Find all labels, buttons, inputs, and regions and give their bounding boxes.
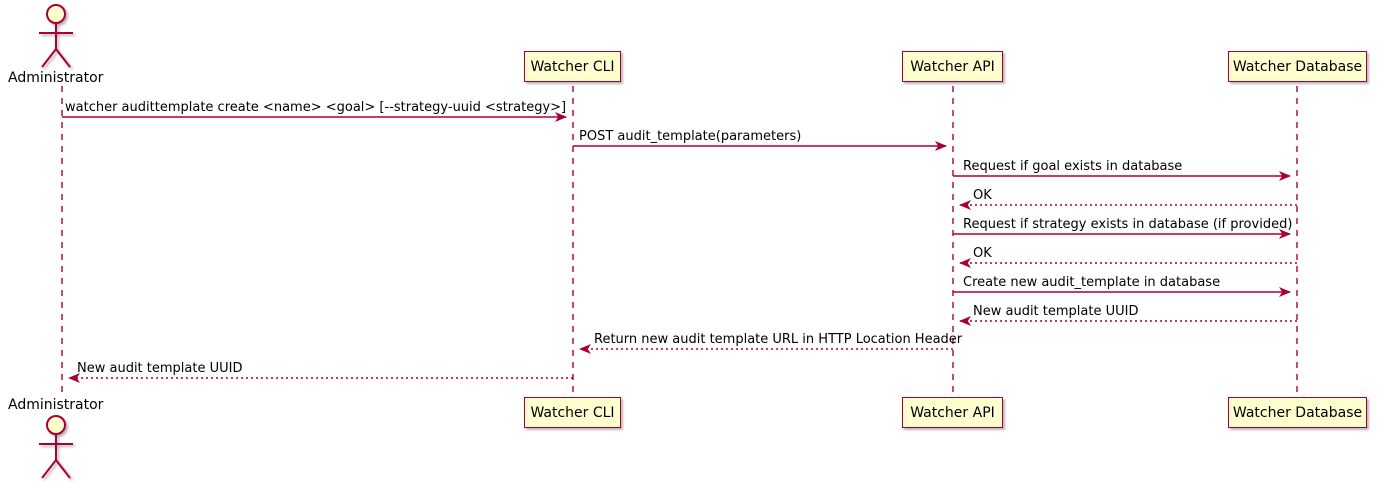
message-label-5: Request if strategy exists in database (… (963, 217, 1293, 232)
participant-box-watcher-database-top[interactable]: Watcher Database (1228, 51, 1367, 82)
message-label-1: watcher audittemplate create <name> <goa… (65, 100, 567, 115)
participant-box-watcher-database-bottom[interactable]: Watcher Database (1228, 397, 1367, 428)
actor-administrator-bottom (39, 415, 73, 479)
participant-box-watcher-api-bottom[interactable]: Watcher API (902, 397, 1003, 428)
message-label-6: OK (973, 246, 992, 261)
lifelines (61, 86, 1298, 397)
participant-label-watcher-cli-bottom: Watcher CLI (530, 404, 615, 421)
message-label-8: New audit template UUID (973, 304, 1139, 319)
message-label-3: Request if goal exists in database (963, 159, 1183, 174)
participant-label-watcher-api-bottom: Watcher API (910, 404, 995, 421)
participant-label-watcher-cli: Watcher CLI (530, 58, 615, 75)
participant-box-watcher-cli-top[interactable]: Watcher CLI (524, 51, 621, 82)
participant-label-watcher-database-bottom: Watcher Database (1232, 404, 1363, 421)
message-arrows (62, 112, 1297, 383)
actor-label-administrator-bottom: Administrator (8, 397, 104, 413)
participant-box-watcher-cli-bottom[interactable]: Watcher CLI (524, 397, 621, 428)
participant-label-watcher-database: Watcher Database (1232, 58, 1363, 75)
message-label-9: Return new audit template URL in HTTP Lo… (594, 332, 963, 347)
message-label-7: Create new audit_template in database (963, 275, 1221, 290)
message-label-4: OK (973, 188, 992, 203)
actor-label-administrator-top: Administrator (8, 70, 104, 86)
actor-administrator-top (39, 4, 73, 68)
participant-label-watcher-api: Watcher API (910, 58, 995, 75)
message-label-10: New audit template UUID (77, 361, 243, 376)
message-label-2: POST audit_template(parameters) (579, 129, 802, 144)
participant-box-watcher-api-top[interactable]: Watcher API (902, 51, 1003, 82)
